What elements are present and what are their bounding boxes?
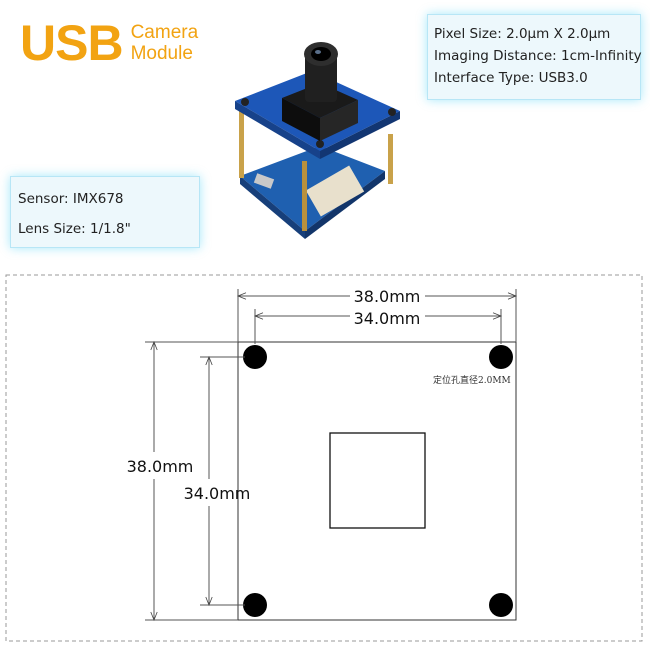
brand-logo: USB Camera Module [20,18,198,68]
mounting-hole [243,345,267,369]
mounting-hole [489,593,513,617]
ribbon-connector [305,165,365,217]
drawing-frame [5,274,643,642]
spec-sensor: Sensor: IMX678 [18,191,124,207]
hole-diameter-note: 定位孔直径2.0MM [433,374,511,386]
spec-panel-right: Pixel Size: 2.0μm X 2.0μm Imaging Distan… [427,14,642,100]
spec-imaging-distance: Imaging Distance: 1cm-Infinity [434,48,642,64]
dim-inner-height: 34.0mm [184,484,251,503]
dim-outer-width: 38.0mm [354,287,421,306]
standoff [239,108,244,178]
mounting-hole [489,345,513,369]
sensor-outline [329,432,426,529]
spec-pixel-size: Pixel Size: 2.0μm X 2.0μm [434,26,611,42]
dim-outer-height: 38.0mm [127,457,194,476]
standoff [388,134,393,184]
logo-line-camera: Camera [130,22,199,43]
spec-lens-size: Lens Size: 1/1.8" [18,221,131,237]
dimension-drawing: 38.0mm 34.0mm 38.0mm 34.0mm 定位孔直径2.0MM [5,274,643,642]
logo-subtitle: Camera Module [131,22,199,64]
standoff [302,161,307,231]
spec-interface-type: Interface Type: USB3.0 [434,70,588,86]
logo-usb-text: USB [20,15,124,71]
logo-line-module: Module [130,43,193,64]
lens-barrel [305,54,337,102]
camera-module-photo [235,42,400,239]
dim-inner-width: 34.0mm [354,309,421,328]
board-outline [237,341,517,621]
mounting-hole [243,593,267,617]
spec-panel-left: Sensor: IMX678 Lens Size: 1/1.8" [10,176,200,248]
